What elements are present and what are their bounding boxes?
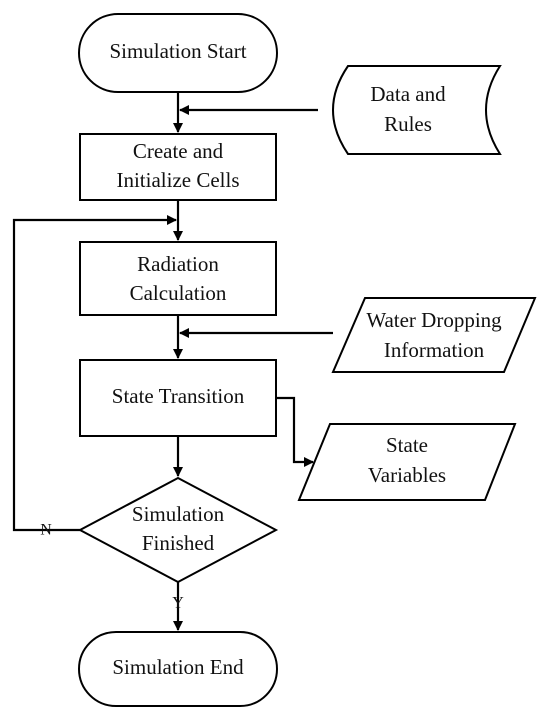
state-variables-node: State Variables [297, 423, 517, 501]
start-node: Simulation Start [78, 13, 278, 93]
state-variables-line2: Variables [368, 463, 446, 487]
water-dropping-line1: Water Dropping [366, 308, 502, 332]
data-rules-line2: Rules [384, 112, 432, 136]
data-rules-line1: Data and [370, 82, 446, 106]
yes-branch-label: Y [172, 595, 184, 612]
water-dropping-line2: Information [384, 338, 485, 362]
start-label: Simulation Start [109, 39, 246, 63]
no-branch-label: N [40, 522, 52, 539]
end-node: Simulation End [78, 631, 278, 707]
radiation-line2: Calculation [130, 281, 227, 305]
state-variables-line1: State [386, 433, 428, 457]
radiation-line1: Radiation [137, 252, 219, 276]
edge-decision-no-loop [12, 215, 177, 532]
radiation-node: Radiation Calculation [79, 241, 277, 316]
end-label: Simulation End [112, 655, 244, 679]
decision-line2: Finished [142, 531, 215, 555]
decision-line1: Simulation [132, 502, 225, 526]
edge-state-to-variables [276, 396, 314, 467]
state-transition-label: State Transition [112, 384, 245, 408]
state-transition-node: State Transition [79, 359, 277, 437]
create-cells-line1: Create and [133, 139, 224, 163]
data-and-rules-node: Data and Rules [332, 65, 502, 155]
create-cells-line2: Initialize Cells [116, 168, 239, 192]
water-dropping-node: Water Dropping Information [331, 297, 537, 373]
decision-node: Simulation Finished [77, 476, 279, 584]
create-cells-node: Create and Initialize Cells [79, 133, 277, 201]
